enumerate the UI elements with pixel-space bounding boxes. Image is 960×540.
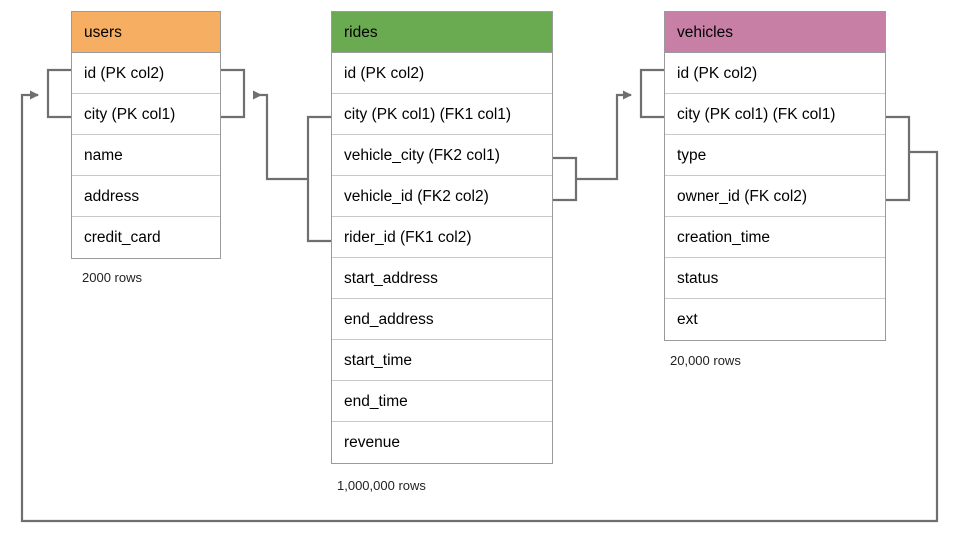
field-rides-vehicle-city[interactable]: vehicle_city (FK2 col1): [332, 135, 552, 176]
row-count-vehicles: 20,000 rows: [670, 353, 741, 368]
field-rides-rider-id[interactable]: rider_id (FK1 col2): [332, 217, 552, 258]
field-vehicles-status[interactable]: status: [665, 258, 885, 299]
field-rides-end-time[interactable]: end_time: [332, 381, 552, 422]
row-count-rides: 1,000,000 rows: [337, 478, 426, 493]
field-users-name[interactable]: name: [72, 135, 220, 176]
entity-rides[interactable]: rides id (PK col2) city (PK col1) (FK1 c…: [331, 11, 553, 464]
field-rides-vehicle-id[interactable]: vehicle_id (FK2 col2): [332, 176, 552, 217]
field-rides-city[interactable]: city (PK col1) (FK1 col1): [332, 94, 552, 135]
field-vehicles-city[interactable]: city (PK col1) (FK col1): [665, 94, 885, 135]
field-vehicles-type[interactable]: type: [665, 135, 885, 176]
field-rides-revenue[interactable]: revenue: [344, 434, 401, 451]
field-users-id[interactable]: id (PK col2): [72, 53, 220, 94]
entity-users-title: users: [72, 12, 220, 53]
field-vehicles-id[interactable]: id (PK col2): [665, 53, 885, 94]
connector-rides-left-bracket: [306, 115, 331, 243]
connector-rides-to-vehicles: [576, 90, 632, 181]
field-rides-end-address[interactable]: end_address: [332, 299, 552, 340]
entity-rides-title: rides: [332, 12, 552, 53]
connector-vehicles-left-bracket: [639, 68, 664, 119]
field-users-city[interactable]: city (PK col1): [72, 94, 220, 135]
connector-vehicles-right-bracket: [886, 115, 911, 202]
entity-users[interactable]: users id (PK col2) city (PK col1) name a…: [71, 11, 221, 259]
connector-users-right-bracket: [221, 68, 246, 119]
field-rides-id[interactable]: id (PK col2): [332, 53, 552, 94]
entity-vehicles[interactable]: vehicles id (PK col2) city (PK col1) (FK…: [664, 11, 886, 341]
field-users-address[interactable]: address: [72, 176, 220, 217]
field-users-credit-card[interactable]: credit_card: [84, 229, 161, 246]
field-vehicles-owner-id[interactable]: owner_id (FK col2): [665, 176, 885, 217]
field-rides-start-address[interactable]: start_address: [332, 258, 552, 299]
row-count-users: 2000 rows: [82, 270, 142, 285]
field-vehicles-creation-time[interactable]: creation_time: [665, 217, 885, 258]
field-vehicles-ext[interactable]: ext: [677, 311, 698, 328]
connector-rides-to-users: [253, 90, 308, 181]
connector-rides-right-bracket: [553, 156, 578, 202]
entity-vehicles-title: vehicles: [665, 12, 885, 53]
connector-users-left-bracket: [46, 68, 71, 119]
field-rides-start-time[interactable]: start_time: [332, 340, 552, 381]
